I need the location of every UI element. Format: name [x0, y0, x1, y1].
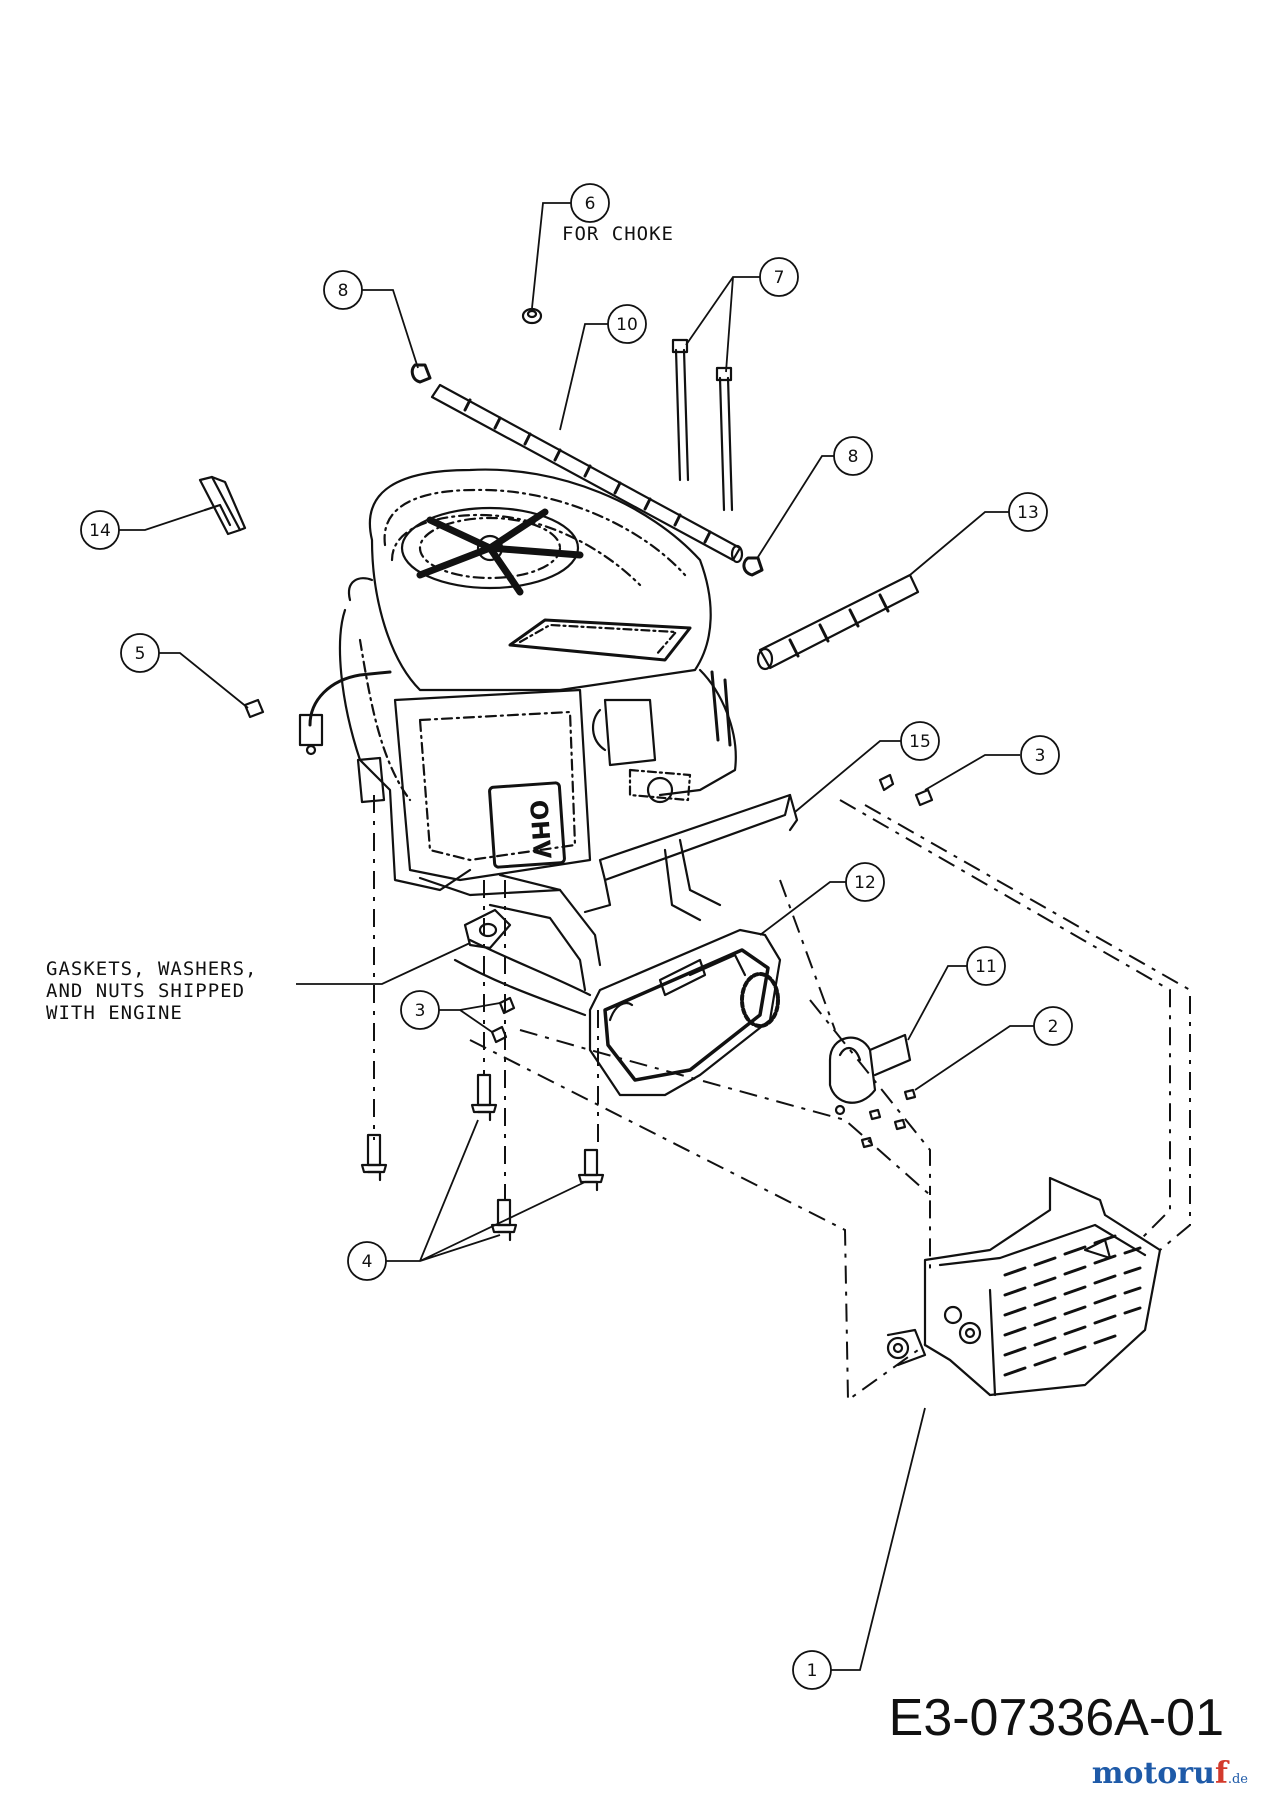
callout-label-15: 15 [909, 732, 931, 752]
heat-shield-1 [886, 1176, 1162, 1397]
callout-label-13: 13 [1017, 503, 1039, 523]
engine-assembly: OHV [298, 468, 737, 897]
hose-10 [430, 383, 744, 564]
deflector-11 [828, 1033, 912, 1116]
callout-circle-12 [845, 862, 885, 902]
leader-lines [118, 202, 1040, 1671]
callout-circle-11 [966, 946, 1006, 986]
callout-circle-7 [759, 257, 799, 297]
muffler-bracket-15 [583, 793, 799, 914]
callout-label-3-right: 3 [1035, 746, 1046, 766]
engine-badge-text: OHV [524, 799, 556, 860]
gaskets-note-line3: WITH ENGINE [46, 1002, 183, 1024]
cable-ties-7 [671, 338, 734, 512]
clamp-8-top [410, 363, 432, 384]
callout-circle-2 [1033, 1006, 1073, 1046]
callout-label-6: 6 [585, 194, 596, 214]
callout-circle-15 [900, 721, 940, 761]
nut-6 [521, 307, 543, 325]
nut-3-right [878, 773, 934, 807]
watermark-logo: motoruf.de [1092, 1756, 1248, 1791]
for-choke-note: FOR CHOKE [562, 223, 674, 245]
sleeve-13 [756, 573, 920, 671]
construction-lines [373, 795, 1191, 1402]
gaskets-note-line2: AND NUTS SHIPPED [46, 980, 246, 1002]
callout-circle-6 [570, 183, 610, 223]
gasket [463, 908, 512, 950]
callout-circle-8-left [323, 270, 363, 310]
callout-circle-10 [607, 304, 647, 344]
callout-label-12: 12 [854, 873, 876, 893]
callout-balloons [80, 183, 1073, 1690]
muffler-12 [588, 928, 782, 1097]
callout-label-7: 7 [774, 268, 785, 288]
callout-label-5: 5 [135, 644, 146, 664]
bolts-4 [360, 1073, 605, 1242]
callout-label-2: 2 [1048, 1017, 1059, 1037]
gaskets-note-line1: GASKETS, WASHERS, [46, 958, 258, 980]
watermark-part1: motoru [1091, 1756, 1215, 1791]
callout-label-14: 14 [89, 521, 111, 541]
callout-circle-8-right [833, 436, 873, 476]
callout-label-1: 1 [807, 1661, 818, 1681]
callout-label-4: 4 [362, 1252, 373, 1272]
watermark-part2: f [1214, 1756, 1228, 1791]
callout-circle-14 [80, 510, 120, 550]
callout-label-8-left: 8 [338, 281, 349, 301]
nut-5 [243, 698, 265, 719]
callout-circle-1 [792, 1650, 832, 1690]
clip-14 [198, 475, 247, 536]
callout-label-11: 11 [975, 957, 997, 977]
callout-label-10: 10 [616, 315, 638, 335]
clamp-8-right [742, 556, 764, 577]
callout-circle-4 [347, 1241, 387, 1281]
callout-label-3-left: 3 [415, 1001, 426, 1021]
drawing-code: E3-07336A-01 [888, 1689, 1224, 1747]
watermark-suffix: .de [1227, 1772, 1248, 1787]
callout-circle-3-left [400, 990, 440, 1030]
callout-circle-13 [1008, 492, 1048, 532]
screws-2 [860, 1088, 917, 1149]
callout-circle-5 [120, 633, 160, 673]
callout-circle-3-right [1020, 735, 1060, 775]
callout-label-8-right: 8 [848, 447, 859, 467]
